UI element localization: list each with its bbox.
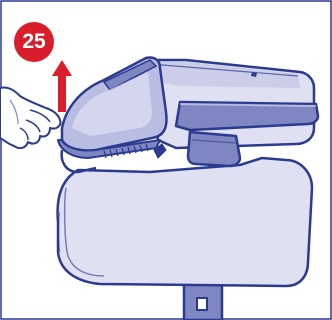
crib-body-shape (58, 158, 312, 286)
arrow-up-icon (52, 60, 72, 112)
hand-icon (0, 87, 60, 148)
stand-leg-shape (184, 284, 222, 320)
bracket-shape (188, 132, 240, 166)
step-number-badge: 25 (14, 22, 54, 62)
